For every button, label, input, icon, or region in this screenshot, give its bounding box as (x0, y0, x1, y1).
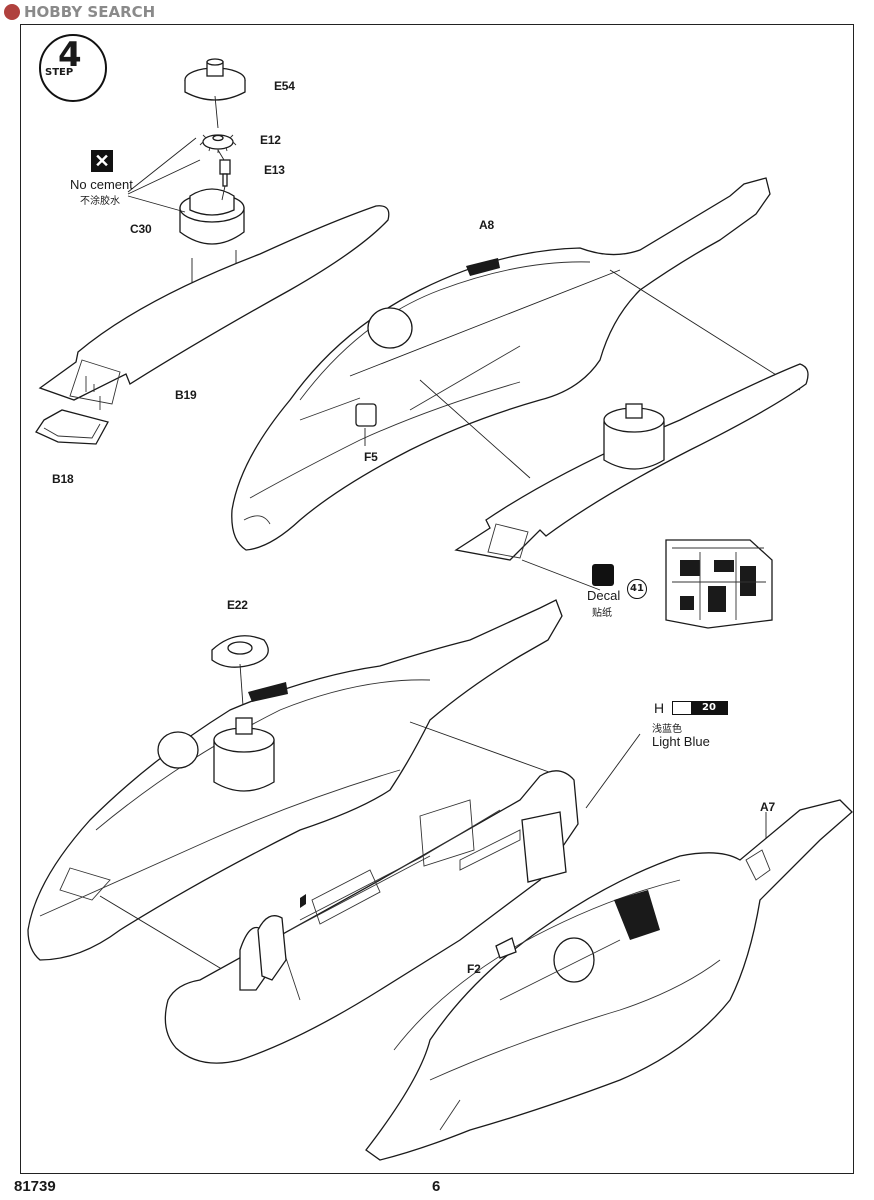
part-b18 (35, 409, 109, 445)
color-name-en: Light Blue (652, 734, 710, 749)
label-b19: B19 (175, 388, 197, 402)
label-e54: E54 (274, 79, 295, 93)
part-b19 (38, 205, 390, 410)
color-chip: 20 (672, 701, 728, 715)
label-e12: E12 (260, 133, 281, 147)
label-f5: F5 (364, 450, 378, 464)
watermark-text: HOBBY SEARCH (24, 3, 156, 21)
no-cement-icon: ✕ (91, 150, 113, 172)
step-number: 4 (58, 35, 82, 75)
watermark: HOBBY SEARCH (4, 3, 155, 21)
product-code: 81739 (14, 1178, 56, 1195)
label-f2: F2 (467, 962, 481, 976)
fuselage-half-middle (27, 599, 563, 961)
label-c30: C30 (130, 222, 152, 236)
label-b18: B18 (52, 472, 74, 486)
part-f5 (355, 403, 377, 427)
instrument-panel-decal (665, 539, 773, 629)
decal-number: 41 (627, 579, 647, 599)
fuselage-assembled (365, 799, 853, 1161)
part-f2 (495, 937, 517, 959)
no-cement-label: No cement (70, 177, 133, 192)
page-number: 6 (432, 1178, 441, 1195)
step-badge (39, 34, 107, 102)
part-a8 (231, 177, 771, 551)
hobby-search-logo-icon (4, 4, 20, 20)
page-frame (20, 24, 854, 1174)
step-label: STEP (45, 67, 74, 78)
decal-icon (592, 564, 614, 586)
color-code: 20 (691, 702, 727, 714)
no-cement-label-cn: 不涂胶水 (80, 196, 120, 207)
color-swatch (673, 702, 691, 714)
cabin-interior (164, 770, 579, 1064)
part-e12 (199, 134, 237, 153)
part-e54 (184, 58, 246, 101)
label-a7: A7 (760, 800, 775, 814)
color-letter: H (654, 700, 665, 716)
label-e22: E22 (227, 598, 248, 612)
label-e13: E13 (264, 163, 285, 177)
deck-assembly-upper (454, 363, 809, 561)
label-a8: A8 (479, 218, 494, 232)
color-name-cn: 浅蓝色 (652, 724, 682, 735)
decal-label: Decal (587, 588, 621, 603)
part-e22 (211, 635, 269, 668)
decal-label-cn: 贴纸 (592, 608, 612, 619)
part-e13 (219, 159, 231, 187)
